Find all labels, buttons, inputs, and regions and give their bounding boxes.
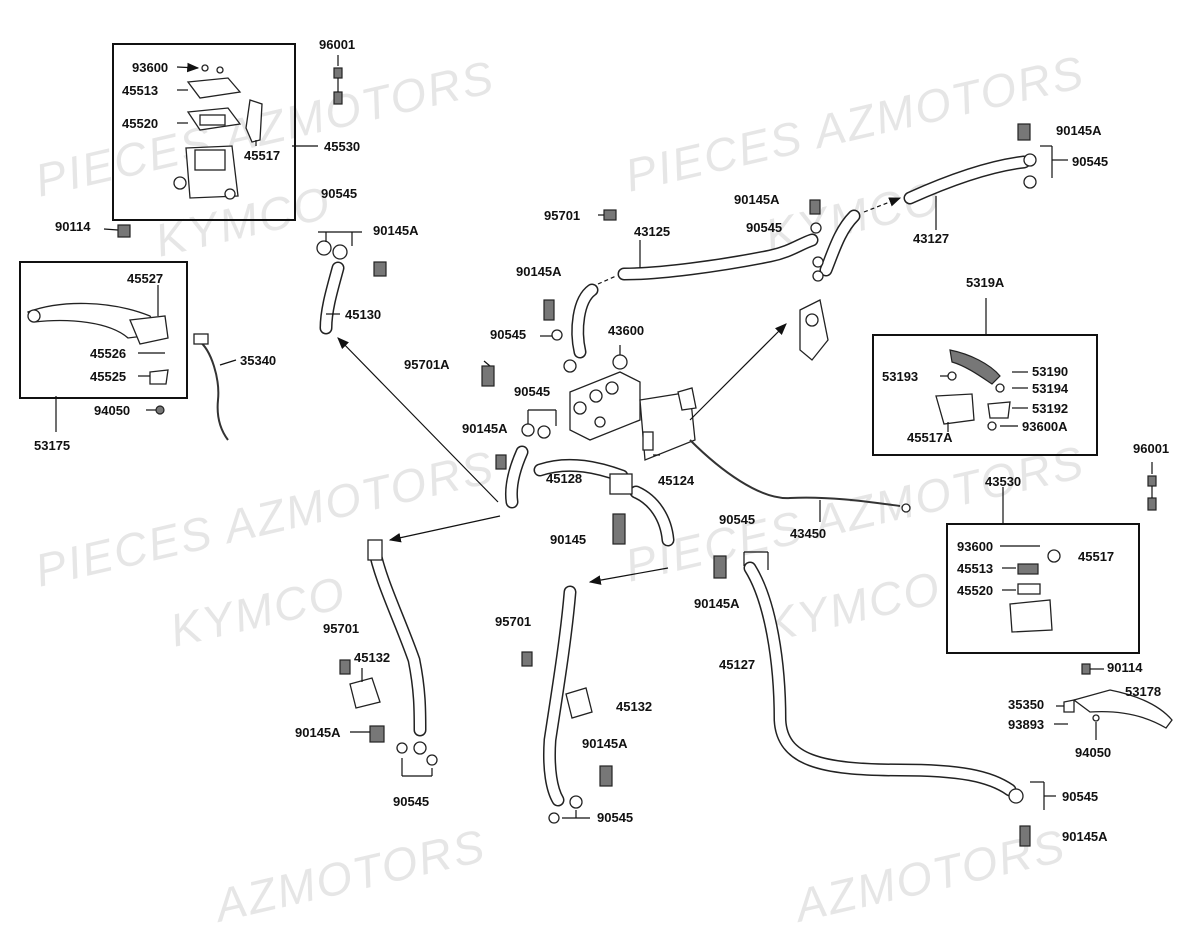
hose-45130-drawing: [316, 231, 387, 335]
part-label: 45527: [127, 271, 164, 286]
cable-43450-drawing: [689, 439, 911, 522]
part-label: 96001: [1133, 441, 1170, 456]
part-label: 53175: [34, 438, 71, 453]
part-label: 43530: [985, 474, 1022, 489]
bolt-drawing: [333, 55, 343, 105]
rear-master-cylinder-group-box: [946, 523, 1140, 654]
part-label: 45132: [354, 650, 391, 665]
part-label: 94050: [1075, 745, 1112, 760]
hose-43125-drawing: [540, 209, 819, 373]
part-label: 90545: [597, 810, 634, 825]
part-label: 90145: [550, 532, 587, 547]
part-label: 93600: [132, 60, 169, 75]
part-label: 43127: [913, 231, 950, 246]
master-cylinder-drawing: [173, 62, 263, 200]
part-label: 90545: [321, 186, 358, 201]
part-label: 45127: [719, 657, 756, 672]
part-label: 95701: [323, 621, 360, 636]
part-label: 94050: [94, 403, 131, 418]
right-brake-lever-drawing: [1054, 663, 1173, 740]
hose-43127-drawing: [799, 123, 1068, 361]
part-label: 93893: [1008, 717, 1045, 732]
part-label: 90145A: [295, 725, 341, 740]
part-label: 43450: [790, 526, 827, 541]
part-label: 90145A: [1056, 123, 1102, 138]
part-label: 90145A: [516, 264, 562, 279]
part-label: 90545: [514, 384, 551, 399]
part-label: 90545: [746, 220, 783, 235]
parking-lever-drawing: [935, 349, 1028, 432]
part-label: 53178: [1125, 684, 1162, 699]
parking-lever-group-box: [872, 334, 1098, 456]
part-label: 53192: [1032, 401, 1069, 416]
part-label: 90545: [1062, 789, 1099, 804]
part-label: 45517: [1078, 549, 1115, 564]
left-lever-group-box: [19, 261, 188, 399]
brake-system-parts-diagram: PIECES AZMOTORS KYMCO PIECES AZMOTORS KY…: [19, 37, 1173, 932]
part-label: 45128: [546, 471, 583, 486]
master-cylinder-group-box: [112, 43, 296, 221]
part-label: 45124: [658, 473, 695, 488]
part-label: 90545: [490, 327, 527, 342]
middle-lower-hose-drawing: [521, 585, 613, 824]
part-label: 90145A: [734, 192, 780, 207]
part-label: 45130: [345, 307, 382, 322]
part-label: 90145A: [1062, 829, 1108, 844]
part-label: 96001: [319, 37, 356, 52]
part-label: 90145A: [373, 223, 419, 238]
part-label: 90145A: [582, 736, 628, 751]
part-label: 45526: [90, 346, 127, 361]
brake-distributor-block-drawing: [569, 345, 697, 461]
part-label: 43600: [608, 323, 645, 338]
part-label: 90545: [393, 794, 430, 809]
part-label: 45520: [957, 583, 994, 598]
part-label: 90545: [719, 512, 756, 527]
part-label: 90545: [1072, 154, 1109, 169]
bolt-drawing: [1147, 462, 1157, 511]
part-label: 45530: [324, 139, 361, 154]
part-label: 95701A: [404, 357, 450, 372]
part-label: 95701: [544, 208, 581, 223]
assembly-arrows: [337, 323, 787, 585]
part-label: 45517: [244, 148, 281, 163]
part-label: 45513: [122, 83, 159, 98]
part-label: 90145A: [462, 421, 508, 436]
part-label: 5319A: [966, 275, 1005, 290]
part-label: 45517A: [907, 430, 953, 445]
part-label: 45513: [957, 561, 994, 576]
left-lower-hose-drawing: [339, 539, 438, 777]
left-brake-lever-drawing: [27, 285, 169, 385]
part-label: 90114: [55, 219, 91, 234]
part-label: 95701: [495, 614, 532, 629]
part-label: 90114: [1107, 660, 1143, 675]
part-label: 45520: [122, 116, 159, 131]
small-bolt-drawing: [103, 224, 131, 238]
parts-drawing: [27, 55, 1173, 847]
part-label: 53193: [882, 369, 919, 384]
part-label: 35350: [1008, 697, 1045, 712]
hose-45128-drawing: [481, 360, 675, 547]
part-label: 45525: [90, 369, 127, 384]
rear-master-cylinder-drawing: [1000, 545, 1061, 633]
part-label: 35340: [240, 353, 277, 368]
part-label: 93600A: [1022, 419, 1068, 434]
part-label: 93600: [957, 539, 994, 554]
brake-switch-drawing: [146, 333, 237, 441]
part-label: 90145A: [694, 596, 740, 611]
part-label: 45132: [616, 699, 653, 714]
part-label: 53190: [1032, 364, 1069, 379]
box-connector-lines: [55, 145, 1004, 523]
part-label: 53194: [1032, 381, 1069, 396]
part-label: 43125: [634, 224, 671, 239]
hose-45127-drawing: [713, 551, 1056, 847]
